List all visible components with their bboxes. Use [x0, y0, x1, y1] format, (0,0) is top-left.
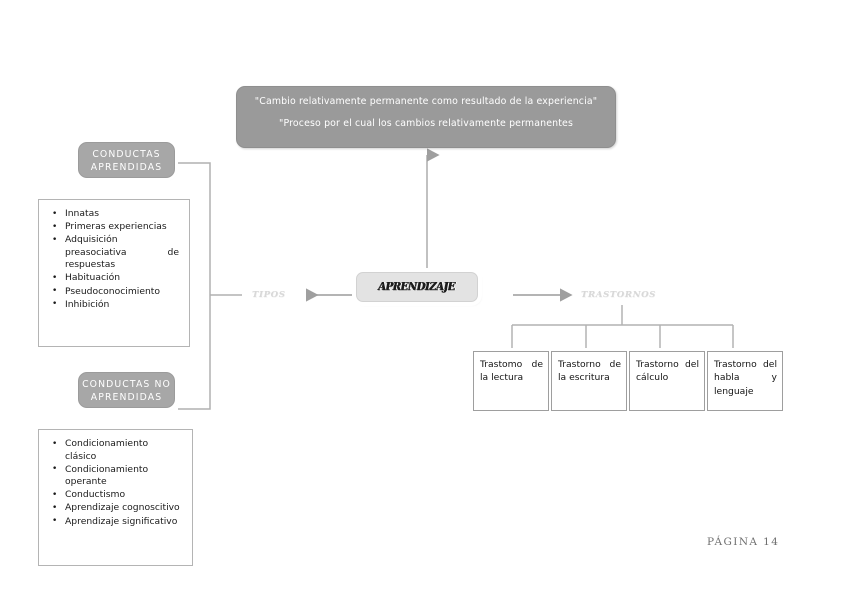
learned-behaviours-list: Condicionamiento clásico Condicionamient… — [38, 429, 193, 566]
connector-tipos-bracket — [178, 162, 242, 410]
page-number-footer: PÁGINA 14 — [707, 536, 780, 548]
innate-behaviours-list: Innatas Primeras experiencias Adquisició… — [38, 199, 190, 347]
list-item: Conductismo — [52, 489, 186, 502]
definition-line-1: "Cambio relativamente permanente como re… — [254, 96, 598, 107]
innate-list: Innatas Primeras experiencias Adquisició… — [43, 208, 183, 311]
chip-conductas-no-aprendidas[interactable]: CONDUCTAS NO APRENDIDAS — [78, 372, 175, 408]
list-item: Innatas — [52, 208, 183, 221]
branch-label-tipos: TIPOS — [252, 290, 286, 300]
center-node-label: APRENDIZAJE — [378, 280, 456, 293]
branch-label-trastornos: TRASTORNOS — [581, 290, 656, 300]
disorder-box-writing: Trastorno de la escritura — [551, 351, 627, 411]
list-item: Adquisición preasociativa de respuestas — [52, 234, 183, 272]
list-item: Aprendizaje significativo — [52, 515, 186, 529]
disorder-box-calculation: Trastorno del cálculo — [629, 351, 705, 411]
definition-box: "Cambio relativamente permanente como re… — [236, 86, 616, 148]
list-item: Condicionamiento clásico — [52, 437, 186, 463]
chip-conductas-aprendidas[interactable]: CONDUCTAS APRENDIDAS — [78, 142, 175, 178]
list-item: Pseudoconocimiento — [52, 285, 183, 299]
learned-list: Condicionamiento clásico Condicionamient… — [43, 437, 186, 529]
center-node-aprendizaje[interactable]: APRENDIZAJE — [356, 272, 478, 302]
disorder-box-reading: Trastomo de la lectura — [473, 351, 549, 411]
connector-trastornos-splitter — [511, 305, 734, 348]
list-item: Condicionamiento operante — [52, 463, 186, 489]
list-item: Primeras experiencias — [52, 221, 183, 234]
list-item: Inhibición — [52, 298, 183, 312]
list-item: Habituación — [52, 272, 183, 285]
list-item: Aprendizaje cognoscitivo — [52, 502, 186, 515]
disorder-box-speech-language: Trastorno del habla y lenguaje — [707, 351, 783, 411]
definition-line-2: "Proceso por el cual los cambios relativ… — [279, 118, 573, 129]
